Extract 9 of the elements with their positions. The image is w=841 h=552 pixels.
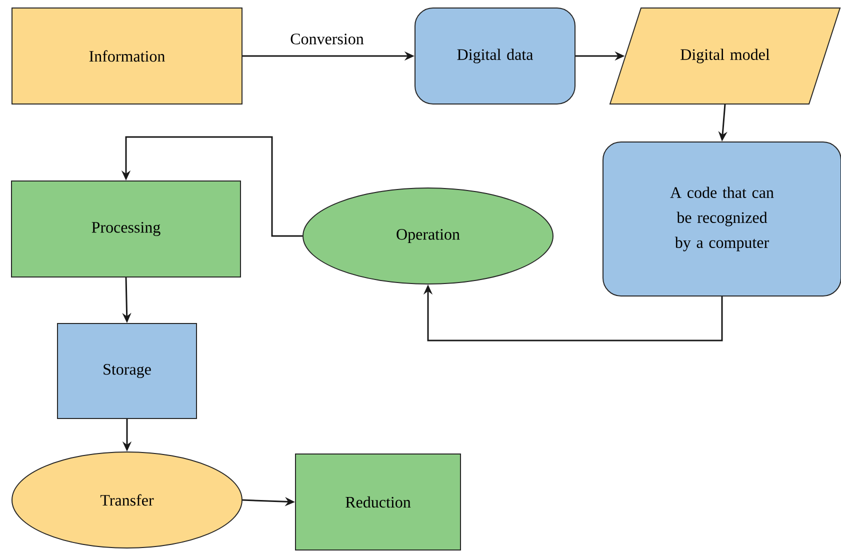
process-box: Processing xyxy=(11,180,241,278)
process-box: Information xyxy=(12,8,242,104)
process-box: Reduction xyxy=(295,454,461,550)
rounded-box: Digital data xyxy=(414,8,576,104)
edge-label: Conversion xyxy=(289,32,365,46)
process-box: Storage xyxy=(57,323,197,419)
ellipse-node: Transfer xyxy=(12,452,242,548)
rounded-box: A code that can be recognized by a computer xyxy=(602,142,841,296)
ellipse-node: Operation xyxy=(302,188,554,284)
